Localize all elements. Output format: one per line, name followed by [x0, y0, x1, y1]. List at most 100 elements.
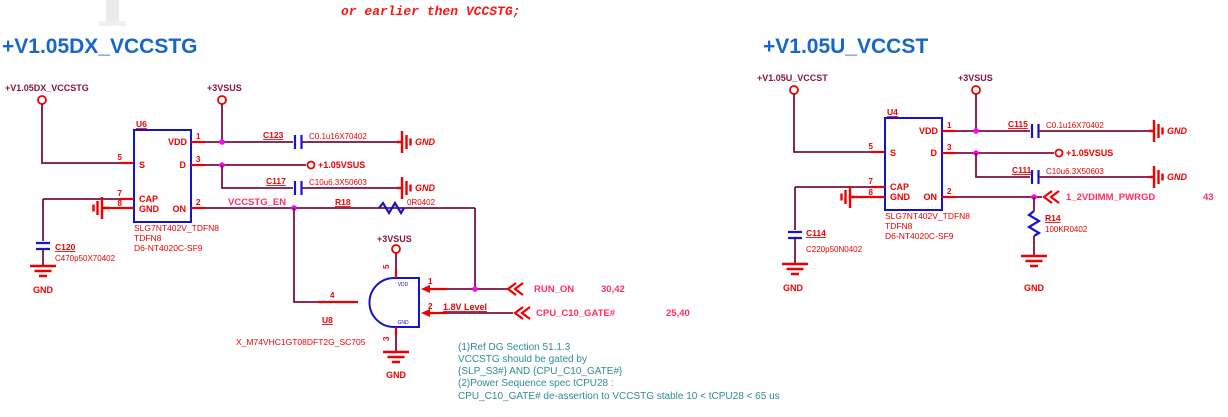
- pin-label-on: ON: [173, 204, 187, 214]
- pin-number: 5: [382, 264, 391, 269]
- capacitor-icon: [788, 230, 802, 240]
- junction-dot: [973, 128, 979, 134]
- resistor-ref: R14: [1045, 213, 1061, 223]
- chip-ref: U4: [887, 107, 898, 117]
- chip-part-number: SLG7NT402V_TDFN8: [134, 223, 219, 233]
- left-power-net-label: +V1.05DX_VCCSTG: [5, 83, 89, 93]
- gate-3vsus-label: +3VSUS: [377, 234, 412, 244]
- power-terminal-icon: [789, 85, 799, 95]
- pin-number: 7: [869, 177, 874, 186]
- cap-value: C10u6.3X50603: [1046, 167, 1104, 176]
- pin-number: 5: [869, 142, 874, 151]
- pin-number: 1: [196, 132, 201, 141]
- gate-inner-gnd: GND: [397, 320, 409, 326]
- chip-package: TDFN8: [885, 221, 913, 231]
- cap-value: C0.1u16X70402: [309, 132, 367, 141]
- gnd-label: GND: [1167, 126, 1188, 136]
- note-line: {SLP_S3#} AND {CPU_C10_GATE#}: [458, 366, 623, 377]
- left-regulator-circuit: +V1.05DX_VCCSTG +V1.05DX_VCCSTG +3VSUS U…: [2, 35, 476, 295]
- resistor-ref: R18: [335, 197, 351, 207]
- pin-number: 1: [428, 277, 433, 286]
- gnd-symbol-icon: [780, 262, 810, 276]
- cap-ref: C123: [263, 130, 284, 140]
- gate-ref: U8: [322, 315, 333, 325]
- cap-ref: C120: [55, 242, 76, 252]
- note-line: VCCSTG should be gated by: [458, 354, 587, 365]
- note-line: CPU_C10_GATE# de-assertion to VCCSTG sta…: [458, 391, 780, 402]
- pin-label-on: ON: [924, 192, 938, 202]
- pin-label-s: S: [890, 148, 896, 158]
- junction-dot: [472, 286, 478, 292]
- pin-number: 2: [428, 302, 433, 311]
- page-refs: 30,42: [601, 284, 625, 295]
- chip-u4-body: [884, 117, 943, 211]
- resistor-icon: [1026, 210, 1042, 237]
- power-terminal-icon: [391, 244, 401, 254]
- resistor-value: 100KR0402: [1045, 225, 1088, 234]
- gnd-label: GND: [415, 183, 436, 193]
- pin-label-cap: CAP: [890, 182, 909, 192]
- level-note: 1.8V Level: [443, 302, 487, 312]
- chip-package: TDFN8: [134, 233, 162, 243]
- pin-label-vdd: VDD: [168, 137, 188, 147]
- capacitor-icon: [293, 179, 303, 197]
- cap-ref: C111: [1012, 165, 1032, 175]
- gnd-symbol-icon: [1147, 118, 1164, 144]
- pin-label-d: D: [180, 160, 187, 170]
- net-terminal-icon: [1054, 148, 1064, 158]
- pin-number: 1: [947, 121, 952, 130]
- capacitor-icon: [1030, 168, 1040, 186]
- right-section-title: +V1.05U_VCCST: [763, 35, 928, 58]
- cap-value: C470p50X70402: [55, 254, 116, 263]
- pin-number: 2: [196, 198, 201, 207]
- gnd-label: GND: [1167, 172, 1188, 182]
- net-terminal-icon: [306, 160, 316, 170]
- pin-number: 8: [118, 199, 123, 208]
- gnd-label: GND: [783, 283, 804, 293]
- resistor-icon: [378, 200, 405, 216]
- gnd-symbol-icon: [92, 195, 109, 221]
- gnd-label: GND: [33, 285, 54, 295]
- page-refs: 25,40: [666, 308, 690, 319]
- watermark-letter-fragment: [99, 0, 126, 26]
- note-line: (2)Power Sequence spec tCPU28 :: [458, 378, 614, 389]
- gnd-symbol-icon: [395, 129, 412, 155]
- gnd-symbol-icon: [381, 350, 411, 364]
- and-gate-circuit: 4 VDD GND U8 X_M74VHC1GT08DFT2G_SC705 +3…: [236, 208, 690, 380]
- gnd-label: GND: [1024, 283, 1045, 293]
- offpage-chevron-icon: [513, 305, 532, 321]
- pin-number: 7: [118, 189, 123, 198]
- cap-ref: C117: [266, 176, 286, 186]
- right-3vsus-label: +3VSUS: [958, 73, 993, 83]
- gnd-symbol-icon: [1019, 254, 1049, 268]
- pin-label-gnd: GND: [890, 192, 911, 202]
- gate-inner-vdd: VDD: [398, 282, 409, 288]
- cap-value: C10u6.3X50603: [309, 178, 367, 187]
- cap-value: C0.1u16X70402: [1046, 121, 1104, 130]
- gnd-symbol-icon: [1147, 164, 1164, 190]
- right-regulator-circuit: +V1.05U_VCCST +V1.05U_VCCST +3VSUS U4 VD…: [757, 35, 1214, 293]
- pin-number: 3: [947, 143, 952, 152]
- pin-number: 4: [330, 291, 335, 300]
- cap-ref: C114: [806, 228, 826, 238]
- pin-label-vdd: VDD: [919, 126, 939, 136]
- net-label-cpu-c10-gate: CPU_C10_GATE#: [536, 308, 616, 319]
- pin-label-d: D: [931, 148, 938, 158]
- net-label-pwrgd: 1_2VDIMM_PWRGD: [1066, 192, 1155, 203]
- chip-u6-body: [133, 129, 192, 223]
- offpage-chevron-icon: [506, 281, 525, 297]
- gnd-label: GND: [386, 370, 407, 380]
- left-section-title: +V1.05DX_VCCSTG: [2, 35, 198, 58]
- gnd-symbol-icon: [395, 175, 412, 201]
- pin-number: 3: [196, 155, 201, 164]
- capacitor-icon: [1030, 122, 1040, 140]
- capacitor-icon: [293, 133, 303, 151]
- cap-value: C220p50N0402: [806, 245, 863, 254]
- power-terminal-icon: [971, 85, 981, 95]
- vsus-out-label: +1.05VSUS: [1066, 148, 1113, 158]
- power-terminal-icon: [217, 95, 227, 105]
- gnd-symbol-icon: [28, 264, 58, 278]
- top-note: or earlier then VCCSTG;: [341, 4, 520, 19]
- left-3vsus-label: +3VSUS: [207, 83, 242, 93]
